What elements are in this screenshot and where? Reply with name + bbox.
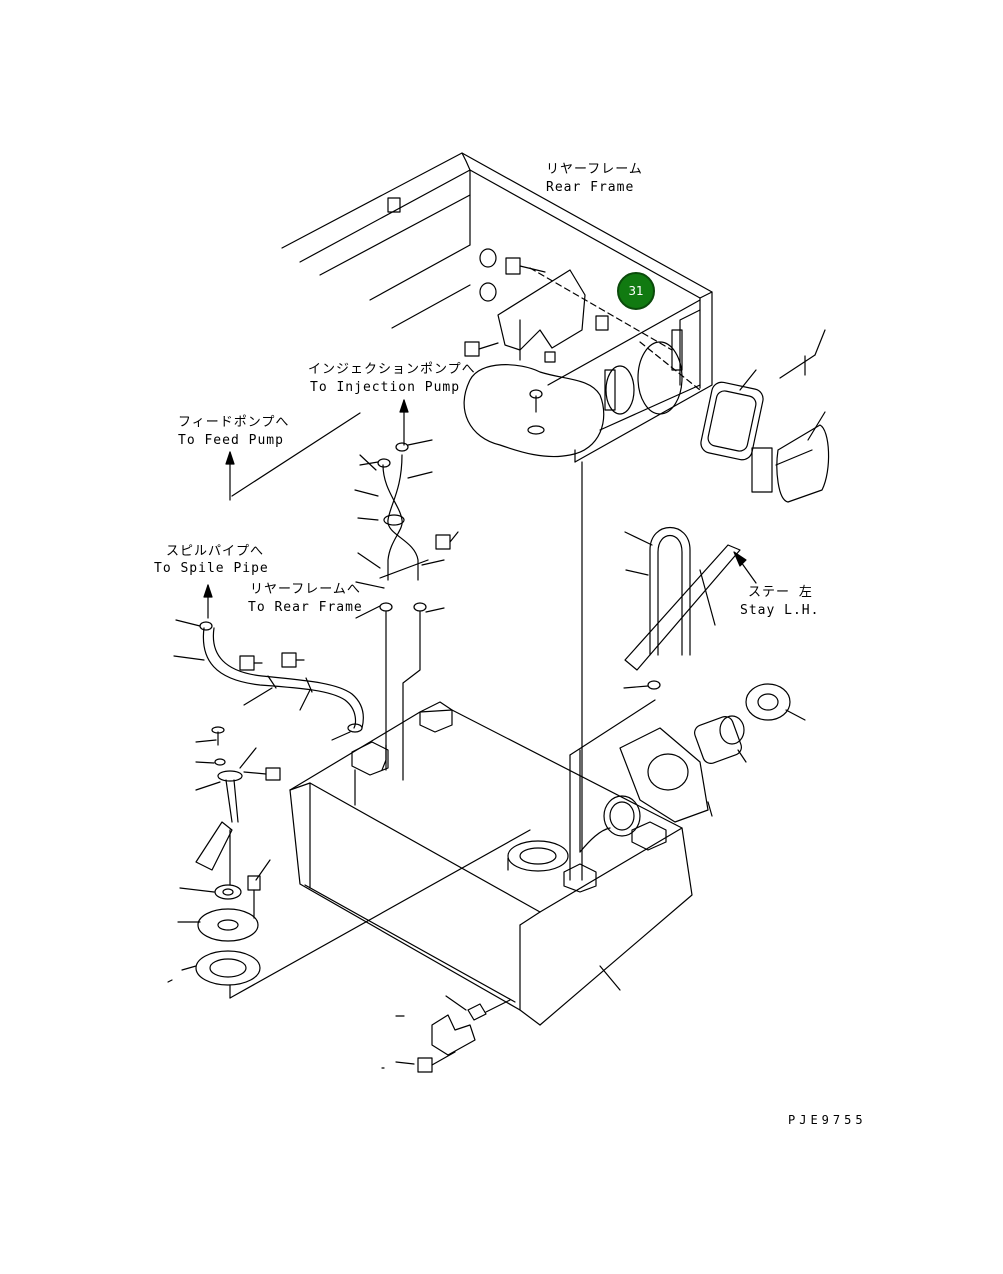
drawing-code: PJE9755 [788, 1113, 867, 1127]
side-cover [700, 329, 830, 503]
to-rear-frame-label-jp: リヤーフレームへ [250, 582, 361, 597]
part-callout-31[interactable]: 31 [617, 272, 655, 310]
stay-left [623, 526, 757, 690]
stay-label-en: Stay L.H. [740, 603, 820, 618]
fuel-gauge-parts [167, 726, 531, 999]
stay-label-jp: ステー 左 [748, 585, 813, 600]
frame-bolts [464, 257, 546, 435]
detail-cloud [463, 364, 605, 458]
injection-pump-label-jp: インジェクションポンプへ [308, 362, 476, 377]
filler-cap-strainer [694, 683, 806, 764]
cover-plate [497, 267, 701, 391]
injection-pump-label-en: To Injection Pump [310, 380, 461, 395]
to-rear-frame-label-en: To Rear Frame [248, 600, 363, 615]
rear-frame-label-en: Rear Frame [546, 180, 635, 195]
rear-frame-label-jp: リヤーフレーム [546, 162, 643, 177]
spile-pipe-label-jp: スピルパイプへ [166, 544, 265, 559]
feed-pump-label-jp: フィードポンプへ [178, 415, 290, 430]
filler-gasket [619, 727, 713, 823]
direction-arrows [203, 399, 409, 619]
fuel-tank [289, 461, 693, 1026]
rear-frame [281, 152, 713, 463]
feed-pump-label-en: To Feed Pump [178, 433, 284, 448]
bottom-bracket [381, 995, 511, 1073]
spile-pipe-label-en: To Spile Pipe [154, 561, 269, 576]
spile-pipe [173, 619, 365, 741]
